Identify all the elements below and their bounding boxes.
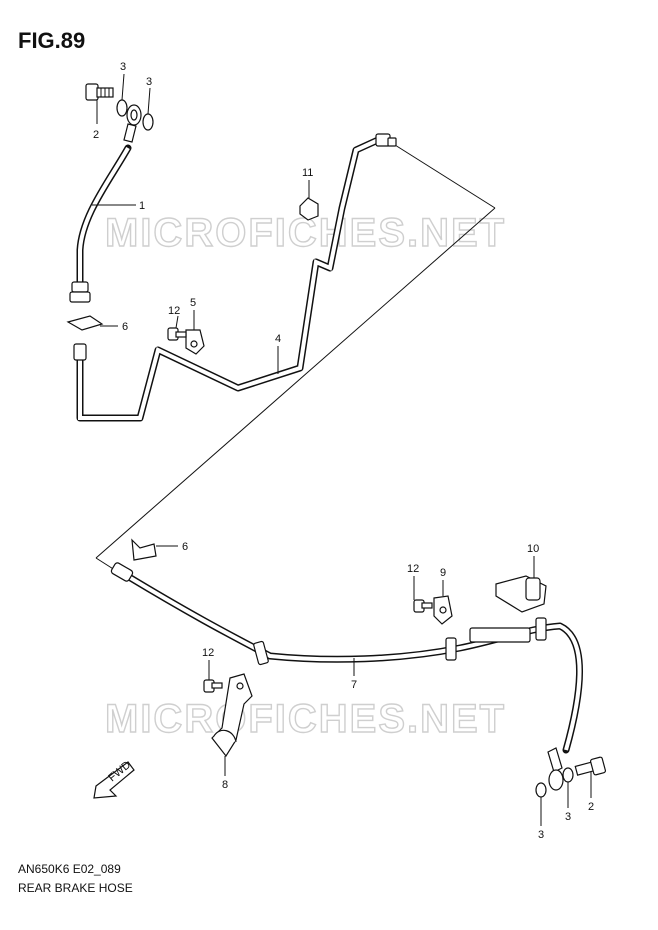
gasket-washer-lower-1[interactable] bbox=[535, 782, 547, 798]
hose-clip-lower[interactable] bbox=[131, 538, 157, 561]
callout-6: 6 bbox=[122, 321, 128, 333]
callout-9: 9 bbox=[440, 567, 446, 579]
watermark-bottom: MICROFICHES.NET bbox=[105, 697, 506, 741]
banjo-fitting-upper[interactable] bbox=[123, 104, 142, 143]
hose-7-grommet-left[interactable] bbox=[253, 640, 269, 666]
callout-7: 7 bbox=[351, 679, 357, 691]
union-bolt-upper[interactable] bbox=[85, 83, 114, 101]
callout-3: 3 bbox=[146, 76, 152, 88]
banjo-fitting-lower[interactable] bbox=[547, 747, 564, 791]
brake-pipe-4[interactable] bbox=[76, 136, 382, 422]
gasket-washer-lower-2[interactable] bbox=[562, 767, 574, 783]
figure-code: AN650K6 E02_089 bbox=[18, 862, 121, 876]
figure-number: FIG.89 bbox=[18, 28, 86, 53]
boundary-line-diagonal bbox=[95, 207, 496, 559]
callout-12: 12 bbox=[202, 647, 214, 659]
callout-4: 4 bbox=[275, 333, 281, 345]
hose-7-end-fitting-front[interactable] bbox=[110, 562, 134, 582]
hose-1-end-fitting[interactable] bbox=[69, 281, 91, 303]
union-bolt-lower[interactable] bbox=[574, 756, 607, 776]
hose-7-grommet-mid[interactable] bbox=[445, 637, 457, 661]
callout-1: 1 bbox=[139, 200, 145, 212]
callout-2: 2 bbox=[93, 129, 99, 141]
figure-name: REAR BRAKE HOSE bbox=[18, 881, 133, 895]
callout-5: 5 bbox=[190, 297, 196, 309]
pipe-4-flare-nut-lower[interactable] bbox=[73, 343, 87, 361]
hose-7-grommet-right[interactable] bbox=[535, 617, 547, 641]
callout-11: 11 bbox=[302, 167, 313, 179]
gasket-washer-upper-2[interactable] bbox=[142, 113, 154, 131]
forward-arrow-icon: FWD bbox=[93, 759, 135, 799]
clamp-bolt-mid[interactable] bbox=[413, 599, 433, 613]
pipe-4-flare-nut-upper[interactable] bbox=[375, 133, 397, 147]
hose-guide-10[interactable] bbox=[495, 575, 547, 613]
callout-3: 3 bbox=[538, 829, 544, 841]
callout-10: 10 bbox=[527, 543, 539, 555]
pipe-grommet[interactable] bbox=[299, 197, 319, 221]
watermark-top: MICROFICHES.NET bbox=[105, 211, 506, 255]
pipe-clamp-5[interactable] bbox=[185, 329, 205, 355]
callout-6: 6 bbox=[182, 541, 188, 553]
clamp-bolt-upper[interactable] bbox=[167, 327, 187, 341]
callout-2: 2 bbox=[588, 801, 594, 813]
hose-clamp-9[interactable] bbox=[433, 595, 453, 625]
hose-clamp-8[interactable] bbox=[211, 673, 253, 758]
hose-7-protector-sleeve[interactable] bbox=[469, 627, 531, 643]
gasket-washer-upper-1[interactable] bbox=[116, 99, 128, 117]
hose-clip-upper[interactable] bbox=[66, 315, 104, 331]
clamp-bolt-lower[interactable] bbox=[203, 679, 223, 693]
callout-8: 8 bbox=[222, 779, 228, 791]
boundary-line-top bbox=[394, 144, 496, 209]
callout-12: 12 bbox=[168, 305, 180, 317]
callout-12: 12 bbox=[407, 563, 419, 575]
callout-3: 3 bbox=[565, 811, 571, 823]
callout-3: 3 bbox=[120, 61, 126, 73]
